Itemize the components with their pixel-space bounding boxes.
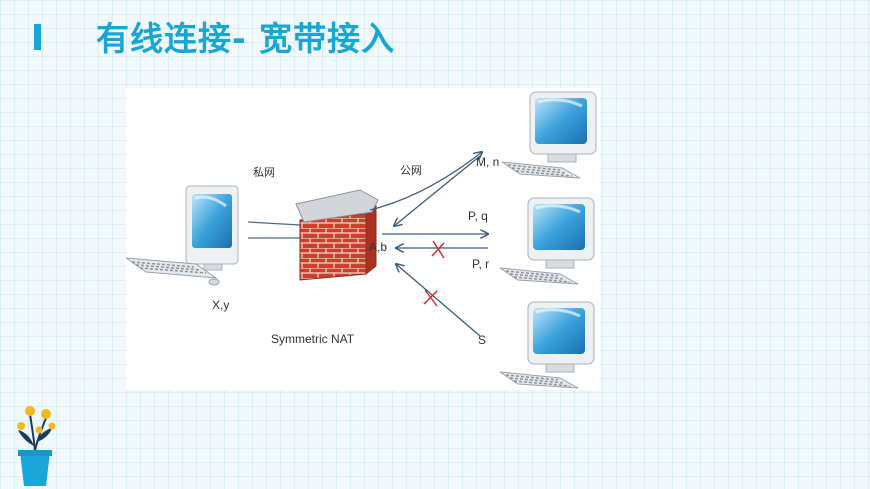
client-address-label: X,y [212, 298, 229, 312]
server-2-alt-port-label: P, r [472, 257, 489, 271]
slide-title: 有线连接- 宽带接入 [96, 19, 396, 58]
blocked-arrow-from-server-3 [396, 264, 481, 337]
private-link-upper [247, 221, 301, 226]
nat-type-caption: Symmetric NAT [271, 332, 355, 346]
private-network-label: 私网 [253, 166, 275, 179]
server-3-computer-icon [498, 300, 596, 390]
reply-arrow-from-server-1 [394, 155, 481, 226]
server-1-address-label: M, n [476, 155, 499, 169]
title-accent-bar [34, 24, 41, 50]
server-2-address-label: P, q [468, 209, 488, 223]
server-1-computer-icon [500, 90, 598, 180]
nat-diagram-svg: 私网 公网 A,b X,y Symmetric NAT M, n P, q P,… [126, 90, 598, 390]
outbound-arrow-to-server-1 [369, 152, 482, 211]
firewall-icon [295, 189, 379, 281]
flower-pot-icon [17, 406, 56, 486]
public-network-label: 公网 [400, 164, 422, 177]
nat-address-label: A,b [369, 240, 387, 254]
client-computer-icon [126, 185, 239, 286]
blocked-x-icon [423, 289, 438, 307]
server-2-computer-icon [498, 196, 596, 286]
nat-diagram: 私网 公网 A,b X,y Symmetric NAT M, n P, q P,… [126, 88, 600, 390]
blocked-x-icon [431, 240, 445, 259]
server-3-address-label: S [478, 333, 486, 347]
